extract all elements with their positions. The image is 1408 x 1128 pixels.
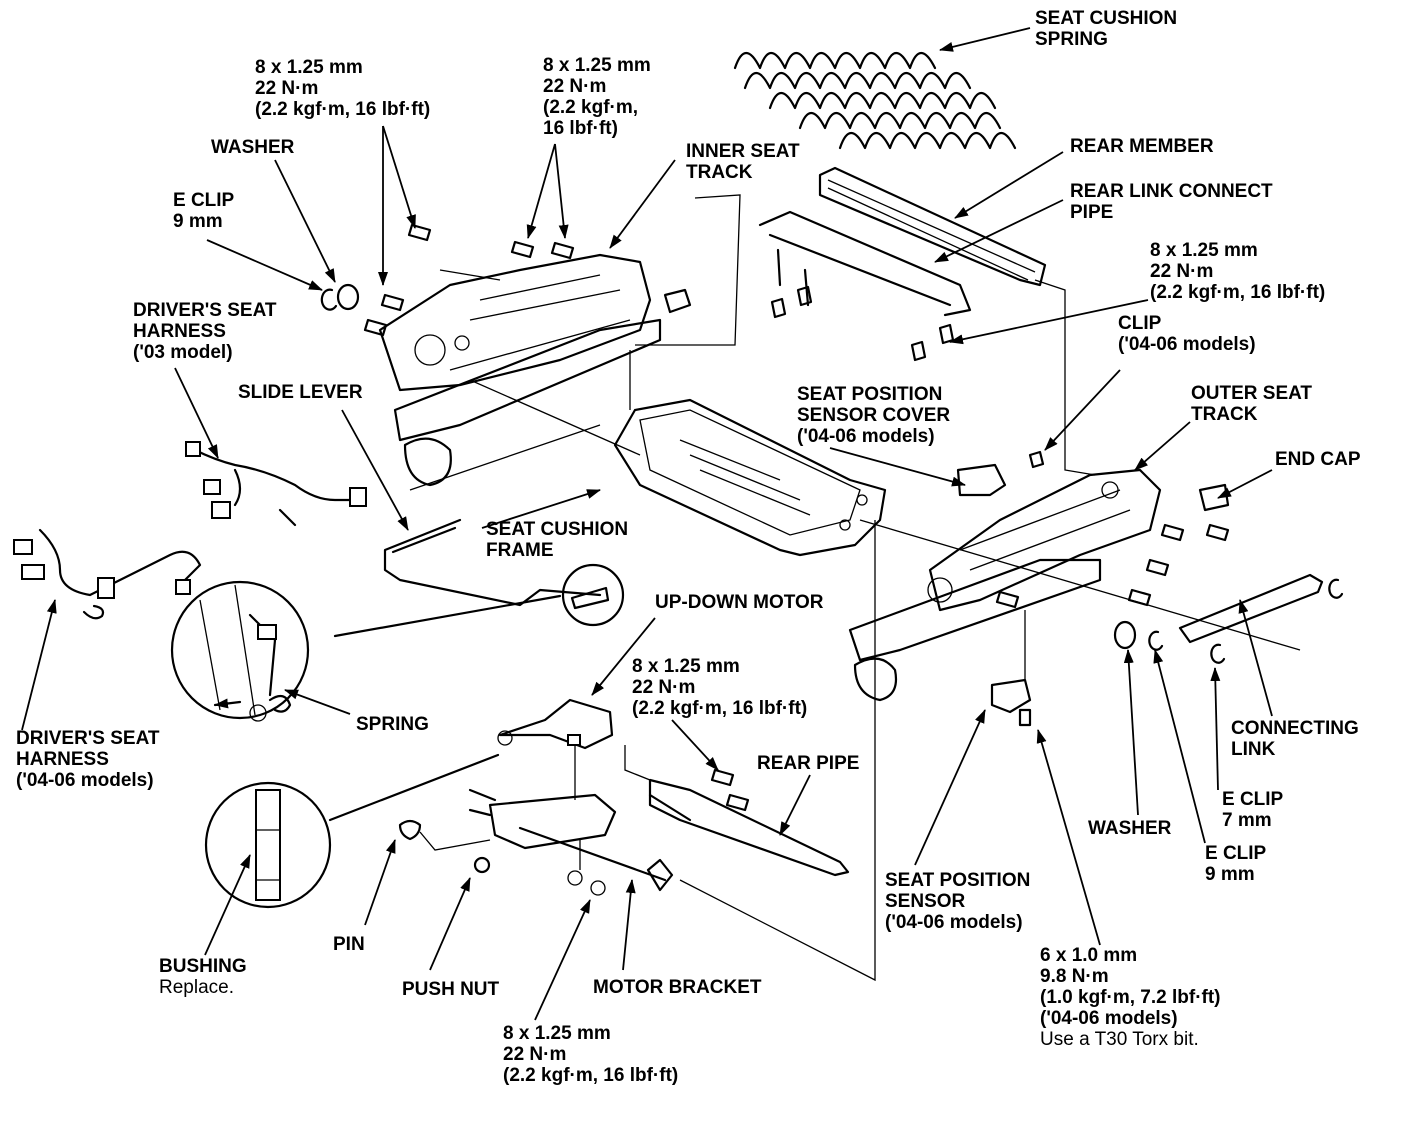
harness-03-drawing [185, 441, 367, 527]
label-end-cap: END CAP [1275, 449, 1361, 470]
harness-0406-drawing [13, 528, 202, 620]
washers-clips-drawing [320, 283, 1344, 664]
connecting-link-drawing [1178, 573, 1324, 644]
leader-arrows [21, 27, 1273, 1021]
label-washer-left: WASHER [211, 137, 295, 158]
rear-member-drawing [818, 166, 1047, 287]
push-nut-drawing [473, 856, 491, 874]
sensor-cover-drawing [956, 463, 1007, 497]
pin-drawing [398, 819, 422, 841]
seat-cushion-spring-drawing [733, 51, 1017, 150]
outer-seat-track-drawing [848, 468, 1162, 702]
spring-detail-drawing [170, 580, 310, 722]
rear-pipe-drawing [518, 778, 850, 882]
bushing-detail-leader [328, 753, 500, 822]
lever-end-tab [570, 586, 610, 610]
seat-cushion-frame-drawing [613, 398, 887, 557]
bushing-detail-drawing [204, 781, 332, 909]
spring-detail-leader [333, 594, 562, 638]
label-pin: PIN [333, 934, 365, 955]
label-rear-pipe: REAR PIPE [757, 753, 860, 774]
slide-lever-drawing [383, 518, 602, 607]
lever-end-circle [561, 563, 625, 627]
label-rear-member: REAR MEMBER [1070, 136, 1214, 157]
label-up-down-motor: UP-DOWN MOTOR [655, 592, 824, 613]
rear-link-connect-pipe-drawing [758, 210, 972, 317]
inner-seat-track-drawing [378, 253, 692, 487]
seat-position-sensor-drawing [990, 678, 1032, 714]
bolts-drawing [363, 223, 1230, 812]
end-cap-drawing [1198, 483, 1230, 512]
torx-bolt-drawing [1018, 708, 1032, 727]
bushing-note: Replace. [159, 977, 234, 998]
up-down-motor-drawing [497, 698, 614, 750]
label-clip: CLIP('04-06 models) [1118, 313, 1256, 355]
label-slide-lever: SLIDE LEVER [238, 382, 363, 403]
label-push-nut: PUSH NUT [402, 979, 500, 1000]
torque-sensor-note: Use a T30 Torx bit. [1040, 1029, 1199, 1050]
alignment-lines [409, 194, 1301, 982]
label-motor-bracket: MOTOR BRACKET [593, 977, 762, 998]
label-spring: SPRING [356, 714, 429, 735]
label-washer-right: WASHER [1088, 818, 1172, 839]
motor-bracket-drawing [468, 788, 674, 896]
